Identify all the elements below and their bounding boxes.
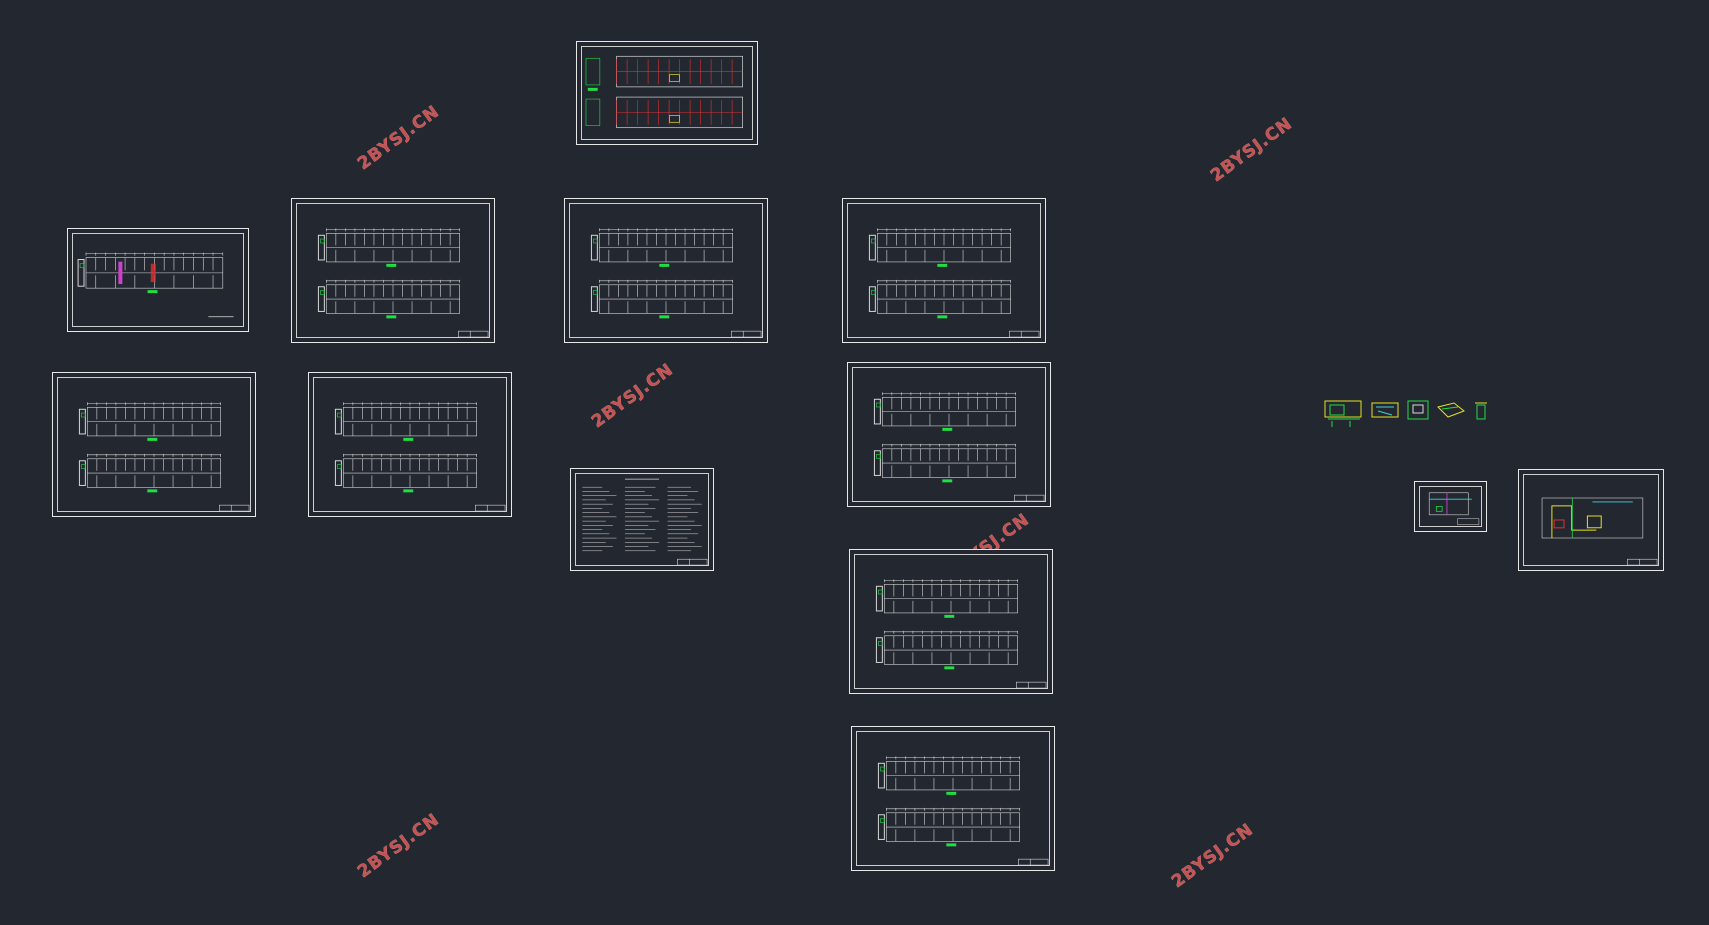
watermark: 2BYSJ.CN (354, 809, 444, 883)
sheet-drawing (334, 402, 506, 512)
sheet-drawing (877, 756, 1049, 866)
drawing-sheet-plan-2[interactable] (291, 198, 495, 343)
sheet-drawing (77, 252, 234, 318)
drawing-sheet-detail-small[interactable] (1414, 481, 1487, 532)
drawing-sheet-plan-9[interactable] (851, 726, 1055, 871)
watermark: 2BYSJ.CN (588, 359, 678, 433)
drawing-sheet-notes[interactable] (570, 468, 714, 571)
drawing-sheet-plan-4[interactable] (842, 198, 1046, 343)
drawing-sheet-plan-7[interactable] (847, 362, 1051, 507)
drawing-sheet-plan-8[interactable] (849, 549, 1053, 694)
drawing-sheet-plan-6[interactable] (308, 372, 512, 517)
sheet-drawing (868, 228, 1040, 338)
drawing-sheet-elevation[interactable] (576, 41, 758, 145)
watermark: 2BYSJ.CN (1168, 819, 1258, 893)
sheet-drawing (585, 55, 743, 129)
drawing-sheet-detail-color[interactable] (1518, 469, 1664, 571)
watermark: 2BYSJ.CN (354, 101, 444, 175)
sheet-drawing (590, 228, 762, 338)
drawing-sheet-plan-3[interactable] (564, 198, 768, 343)
watermark: 2BYSJ.CN (1207, 113, 1297, 187)
drawing-sheet-plan-5[interactable] (52, 372, 256, 517)
sheet-drawing (873, 392, 1045, 502)
sheet-drawing (317, 228, 489, 338)
sheet-drawing (875, 579, 1047, 689)
sheet-drawing (1428, 492, 1480, 525)
loose-detail-blocks (1324, 400, 1487, 427)
sheet-drawing (582, 478, 708, 566)
sheet-drawing (1541, 497, 1658, 566)
sheet-drawing (78, 402, 250, 512)
drawing-sheet-plan-1[interactable] (67, 228, 249, 332)
